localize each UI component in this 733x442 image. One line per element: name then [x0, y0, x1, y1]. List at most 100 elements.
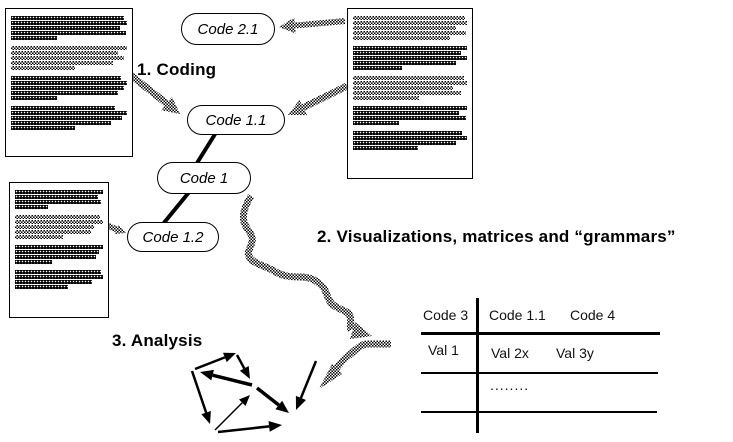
network-arrow-4-shaft	[190, 370, 208, 414]
redacted-text-line	[15, 245, 103, 249]
redacted-text-line	[11, 116, 123, 120]
redacted-paragraph	[353, 46, 467, 70]
code-node-1-2-label: Code 1.2	[142, 228, 204, 246]
redacted-text-line	[11, 61, 114, 65]
code-node-2-1: Code 2.1	[181, 13, 275, 45]
redacted-text-line	[15, 260, 52, 264]
redacted-text-line	[353, 111, 460, 115]
redacted-text-line	[11, 26, 121, 30]
matrix-header-rule	[421, 332, 660, 335]
source-document-top-right	[347, 8, 473, 179]
code-node-1-1: Code 1.1	[187, 105, 285, 135]
redacted-text-line	[353, 136, 467, 140]
doc2-to-code21-arrow-head	[279, 17, 296, 34]
network-arrow-3-shaft	[212, 373, 253, 387]
redacted-paragraph	[15, 270, 103, 289]
redacted-text-line	[15, 220, 103, 224]
redacted-text-line	[353, 61, 456, 65]
redacted-text-line	[353, 51, 462, 55]
redacted-paragraph	[15, 245, 103, 264]
redacted-text-line	[353, 21, 467, 25]
redacted-paragraph	[11, 76, 127, 100]
code-node-1: Code 1	[157, 162, 251, 194]
doc2-to-code11-arrow-head	[288, 99, 307, 116]
redacted-text-line	[15, 200, 102, 204]
redacted-text-line	[353, 16, 465, 20]
matrix-to-analysis-arrow-shaft	[332, 340, 391, 373]
network-arrow-3-head	[200, 369, 214, 381]
redacted-paragraph	[15, 190, 103, 209]
matrix-header-code11: Code 1.1	[489, 307, 546, 323]
doc3-to-code12-arrow-head	[114, 224, 126, 234]
step-label-analysis: 3. Analysis	[112, 331, 203, 350]
redacted-text-line	[11, 106, 116, 110]
network-arrow-1-shaft	[194, 356, 226, 371]
redacted-text-line	[353, 106, 467, 110]
network-arrow-5-shaft	[214, 402, 243, 431]
redacted-text-line	[353, 36, 450, 40]
matrix-cell-val2x: Val 2x	[491, 345, 529, 361]
redacted-text-line	[353, 131, 463, 135]
redacted-text-line	[15, 280, 93, 284]
code-node-1-label: Code 1	[179, 169, 229, 187]
redacted-text-line	[15, 250, 100, 254]
redacted-text-line	[11, 96, 58, 100]
network-arrow-2-head	[239, 366, 250, 379]
matrix-row-rule-2	[421, 411, 657, 413]
redacted-text-line	[353, 56, 467, 60]
matrix-header-code4: Code 4	[570, 307, 616, 323]
redacted-text-line	[11, 46, 127, 50]
redacted-text-line	[353, 96, 420, 100]
code-node-2-1-label: Code 2.1	[197, 20, 259, 38]
doc2-to-code11-arrow-shaft	[301, 82, 349, 111]
redacted-paragraph	[353, 106, 467, 125]
redacted-text-line	[15, 215, 101, 219]
code-tree-link	[161, 189, 192, 226]
matrix-header-code3: Code 3	[423, 307, 469, 323]
network-arrow-1-head	[223, 352, 236, 363]
matrix-cell-val1: Val 1	[428, 342, 459, 358]
redacted-text-line	[353, 66, 403, 70]
source-document-top-left	[5, 8, 133, 157]
redacted-text-line	[15, 275, 103, 279]
step-label-visualizations: 2. Visualizations, matrices and “grammar…	[317, 227, 676, 246]
code-node-1-1-label: Code 1.1	[205, 111, 267, 129]
redacted-text-line	[11, 56, 124, 60]
redacted-text-line	[11, 76, 122, 80]
redacted-text-line	[353, 81, 467, 85]
redacted-text-line	[353, 121, 399, 125]
redacted-text-line	[15, 285, 68, 289]
redacted-paragraph	[353, 16, 467, 40]
redacted-text-line	[11, 51, 118, 55]
code-node-1-2: Code 1.2	[127, 222, 219, 252]
redacted-text-line	[15, 270, 102, 274]
redacted-text-line	[353, 86, 454, 90]
network-arrow-7-shaft	[217, 425, 270, 434]
code-tree-link	[195, 129, 219, 165]
network-arrow-8-shaft	[299, 360, 318, 399]
redacted-paragraph	[15, 215, 103, 239]
redacted-text-line	[11, 36, 58, 40]
redacted-paragraph	[11, 46, 127, 70]
doc2-to-code21-arrow-shaft	[294, 18, 346, 29]
redacted-text-line	[353, 141, 456, 145]
redacted-text-line	[11, 111, 127, 115]
redacted-text-line	[11, 91, 118, 95]
network-arrow-7-head	[268, 421, 282, 432]
network-arrow-4-head	[201, 411, 211, 424]
redacted-text-line	[15, 190, 103, 194]
step-label-coding: 1. Coding	[137, 60, 217, 79]
network-arrow-6-shaft	[255, 386, 280, 407]
network-arrow-2-shaft	[235, 354, 246, 370]
redacted-text-line	[11, 16, 124, 20]
redacted-text-line	[353, 146, 418, 150]
redacted-text-line	[15, 195, 98, 199]
source-document-bottom-left	[9, 182, 109, 318]
redacted-text-line	[11, 126, 75, 130]
redacted-text-line	[15, 235, 64, 239]
redacted-text-line	[15, 225, 95, 229]
coding-to-matrix-arrow-head	[350, 322, 372, 339]
redacted-text-line	[353, 31, 466, 35]
redacted-text-line	[353, 91, 462, 95]
